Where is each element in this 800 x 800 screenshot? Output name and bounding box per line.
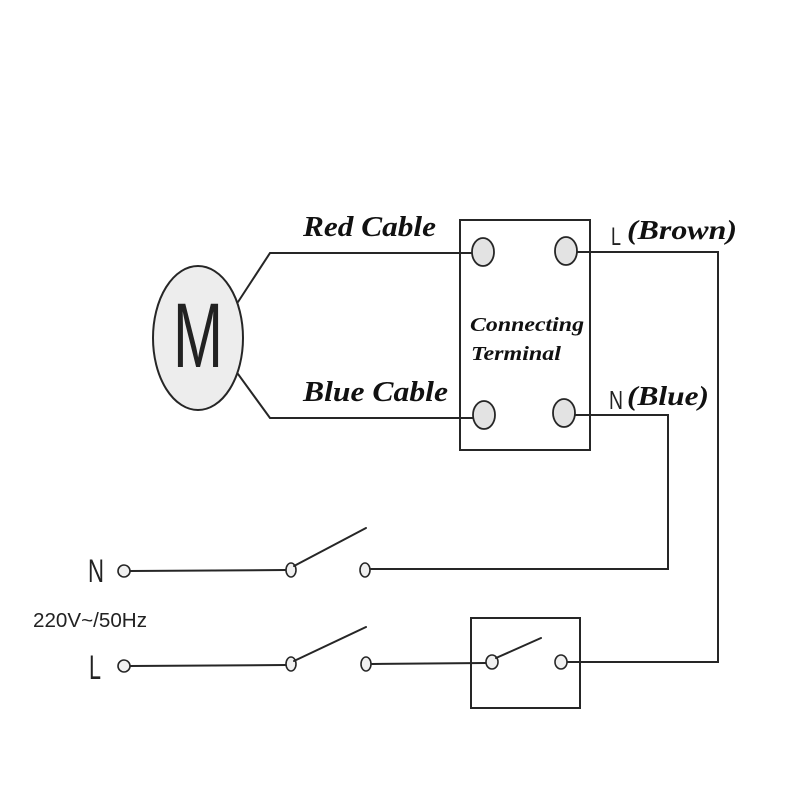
red-cable-wire xyxy=(237,252,473,303)
output-labels: L (Brown) N (Blue) xyxy=(609,215,737,415)
neutral-output-letter: N xyxy=(609,385,623,415)
live-output-wire xyxy=(566,251,719,663)
neutral-switch-contact-out xyxy=(359,562,371,578)
neutral-output-color-label: (Blue) xyxy=(627,381,709,411)
blue-cable-label: Blue Cable xyxy=(302,377,448,408)
blue-cable-wire xyxy=(237,373,474,419)
supply-live-line: L xyxy=(89,626,372,687)
terminal-screw-top-right xyxy=(554,236,578,266)
live-output-color-label: (Brown) xyxy=(627,215,737,245)
terminal-screw-top-left xyxy=(471,237,495,267)
wall-switch-contact-out xyxy=(554,654,568,670)
motor-label: M xyxy=(173,285,223,387)
neutral-output-wire xyxy=(370,414,669,570)
supply-neutral-wire xyxy=(129,569,287,572)
live-output-letter: L xyxy=(611,223,621,251)
connecting-terminal: Connecting Terminal xyxy=(470,236,584,430)
live-switch-contact-out xyxy=(360,656,372,672)
supply-live-label: L xyxy=(89,649,101,687)
red-cable-label: Red Cable xyxy=(302,212,436,243)
terminal-screw-bottom-left xyxy=(472,400,496,430)
live-switch-to-wall-switch-wire xyxy=(371,662,487,665)
live-switch-contact-in xyxy=(285,656,297,672)
terminal-label-line-2: Terminal xyxy=(471,343,562,365)
supply-neutral-terminal xyxy=(117,564,131,578)
motor: M xyxy=(152,265,244,411)
neutral-switch-blade xyxy=(293,527,367,567)
terminal-label-line-1: Connecting xyxy=(470,314,584,336)
wall-switch-blade xyxy=(495,637,542,659)
supply-live-wire xyxy=(129,664,287,667)
terminal-screw-bottom-right xyxy=(552,398,576,428)
motor-symbol xyxy=(152,265,244,411)
wall-switch xyxy=(485,637,568,670)
supply-neutral-line: N xyxy=(88,527,371,589)
supply-live-terminal xyxy=(117,659,131,673)
wall-switch-contact-in xyxy=(485,654,499,670)
live-switch-blade xyxy=(293,626,367,662)
supply-rating-label: 220V~/50Hz xyxy=(33,610,147,632)
supply-neutral-label: N xyxy=(88,553,104,589)
wires xyxy=(129,251,719,667)
